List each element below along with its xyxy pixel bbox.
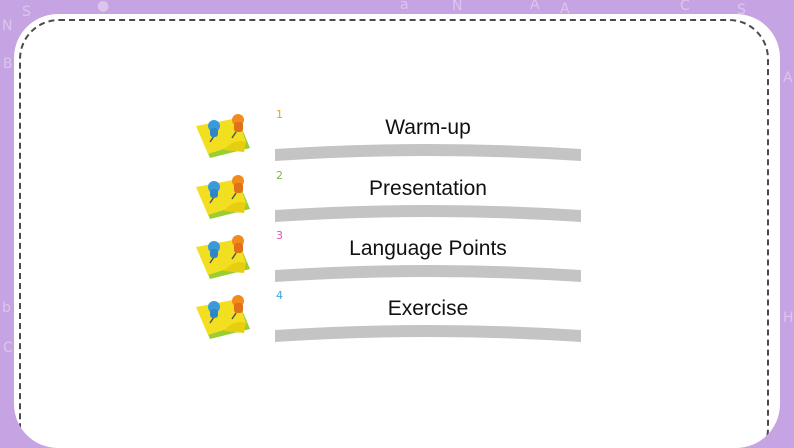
item-bar <box>275 265 581 282</box>
sticky-note-with-pins-icon <box>194 169 256 227</box>
item-label: Language Points <box>349 237 507 260</box>
item-number: 3 <box>276 229 283 242</box>
menu-item-warm-up[interactable]: 1 Warm-up <box>194 108 594 166</box>
menu-item-presentation[interactable]: 2 Presentation <box>194 169 594 227</box>
item-label: Exercise <box>387 297 469 320</box>
menu-item-exercise[interactable]: 4 Exercise <box>194 289 594 347</box>
item-label: Warm-up <box>385 116 471 139</box>
item-number: 2 <box>276 169 283 182</box>
item-bar <box>275 144 581 161</box>
dashed-border <box>19 19 769 448</box>
sticky-note-with-pins-icon <box>194 229 256 287</box>
item-bar <box>275 325 581 342</box>
item-number: 4 <box>276 289 283 302</box>
sticky-note-with-pins-icon <box>194 108 256 166</box>
menu-item-language-points[interactable]: 3 Language Points <box>194 229 594 287</box>
item-bar <box>275 205 581 222</box>
item-number: 1 <box>276 108 283 121</box>
item-label: Presentation <box>369 177 487 200</box>
content-card <box>14 14 780 448</box>
sticky-note-with-pins-icon <box>194 289 256 347</box>
